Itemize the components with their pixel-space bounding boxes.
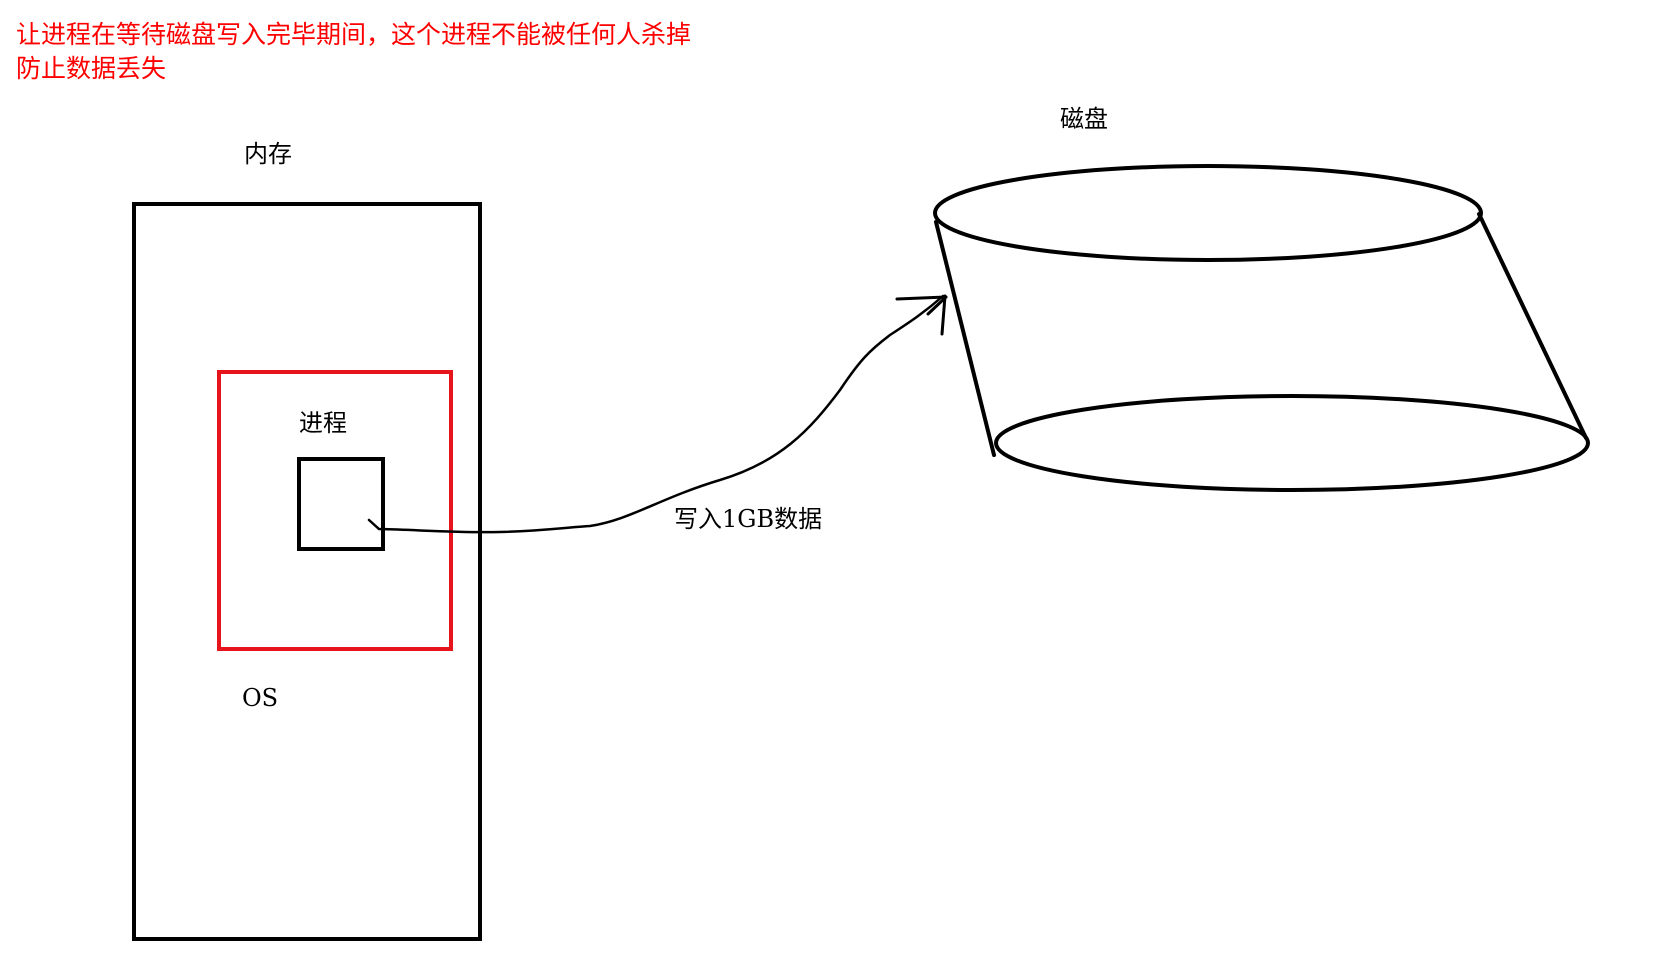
disk-top-ellipse: [933, 164, 1483, 262]
disk-left-side: [934, 220, 996, 457]
write-arrow-path: [367, 294, 945, 534]
disk-label: 磁盘: [1060, 105, 1108, 133]
annotation-line-2: 防止数据丢失: [16, 54, 167, 83]
process-region: [217, 370, 453, 651]
write-action-label: 写入1GB数据: [674, 505, 823, 533]
os-label: OS: [242, 684, 279, 712]
disk-right-side: [1477, 212, 1588, 440]
memory-label: 内存: [244, 140, 292, 168]
write-arrowhead: [895, 294, 948, 336]
disk-bottom-ellipse: [994, 394, 1590, 492]
annotation-line-1: 让进程在等待磁盘写入完毕期间，这个进程不能被任何人杀掉: [16, 20, 692, 49]
process-square: [297, 457, 385, 551]
memory-box: [132, 202, 482, 941]
process-label: 进程: [299, 409, 347, 437]
